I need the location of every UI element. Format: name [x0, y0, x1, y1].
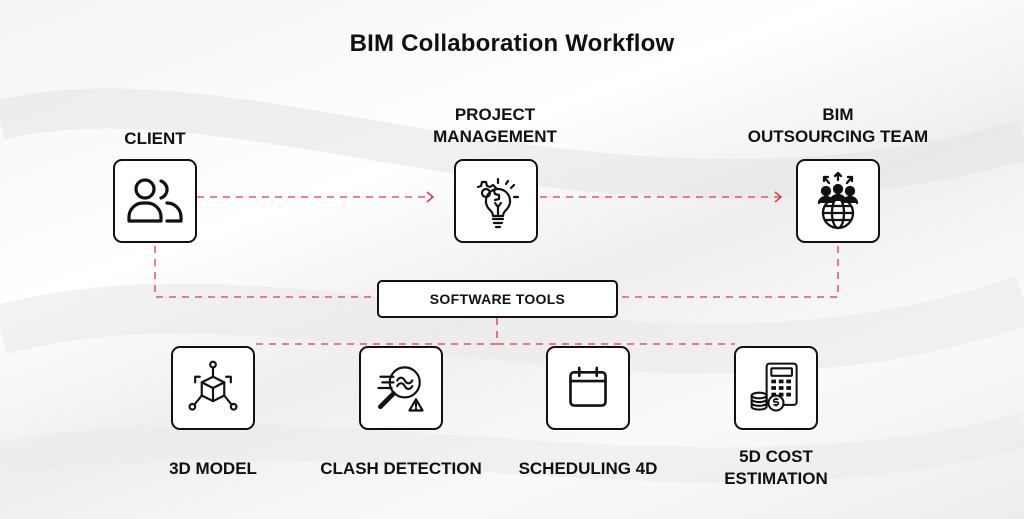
users-icon	[127, 178, 183, 223]
project-management-node	[454, 159, 538, 243]
calculator-coins-icon	[750, 362, 798, 412]
tool-3d-model-label: 3D MODEL	[169, 459, 257, 478]
calendar-icon	[569, 366, 607, 407]
cube-model-icon	[188, 360, 238, 411]
tool-cost-estimation-label: 5D COST ESTIMATION	[724, 447, 828, 488]
tool-scheduling-node	[546, 346, 630, 430]
connector-bim-tools	[618, 246, 839, 298]
tool-scheduling-label: SCHEDULING 4D	[518, 459, 658, 478]
tool-cost-estimation-node	[734, 346, 818, 430]
connector-tools-branch	[250, 318, 498, 345]
client-label: CLIENT	[124, 129, 186, 148]
diagram-title: BIM Collaboration Workflow	[349, 30, 675, 57]
bim-team-label: BIM OUTSOURCING TEAM	[747, 105, 929, 146]
global-team-icon	[817, 171, 859, 230]
arrow-head-pm	[426, 191, 435, 203]
bim-team-node	[796, 159, 880, 243]
tool-clash-detection-node	[359, 346, 443, 430]
connector-client-tools	[154, 246, 377, 298]
software-tools-node: SOFTWARE TOOLS	[377, 280, 618, 318]
magnifier-warning-icon	[377, 366, 424, 412]
tool-clash-detection-label: CLASH DETECTION	[320, 459, 482, 478]
client-node	[113, 159, 197, 243]
tool-3d-model-node	[171, 346, 255, 430]
project-management-label: PROJECT MANAGEMENT	[433, 105, 557, 146]
gear-lightbulb-icon	[476, 177, 520, 229]
arrow-head-bim	[774, 191, 783, 203]
